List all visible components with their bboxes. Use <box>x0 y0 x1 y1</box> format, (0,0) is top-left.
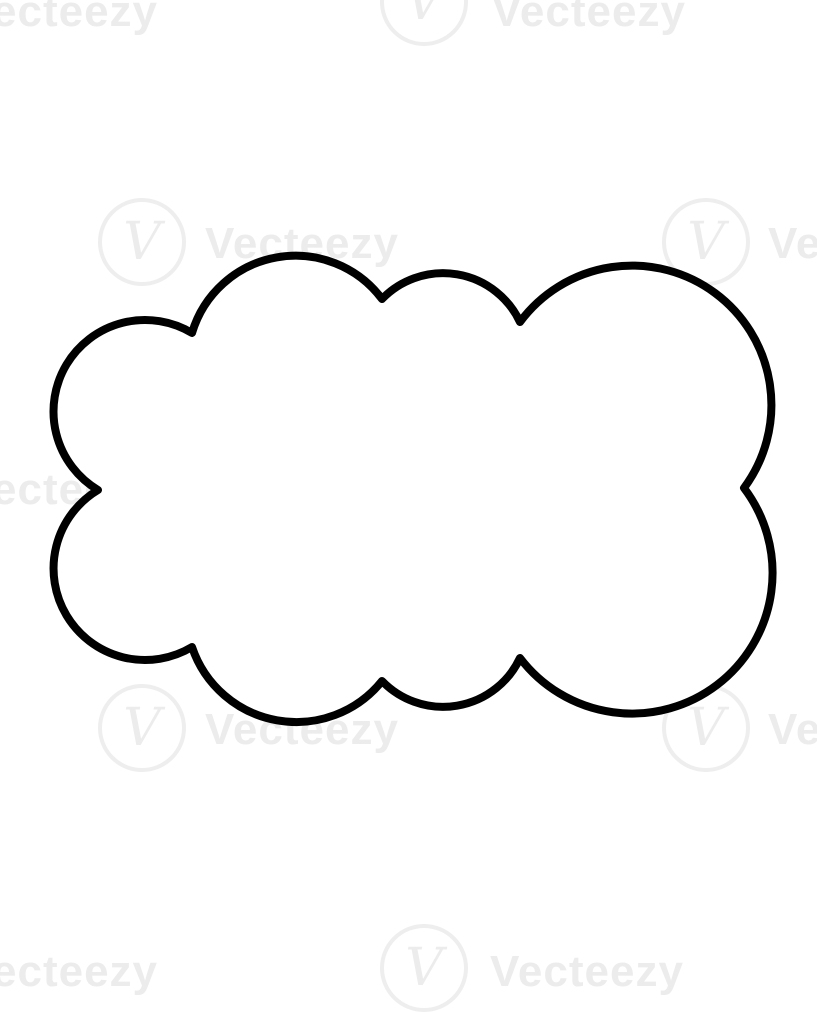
watermark-logo-icon: V <box>98 198 186 286</box>
watermark-logo-icon: V <box>662 684 750 772</box>
watermark-text: ecteezy <box>0 0 159 36</box>
watermark-text: Vecteezy <box>492 0 686 36</box>
watermark-text: Ve <box>768 705 817 754</box>
cloud-shape <box>49 251 777 727</box>
watermark-text: Ve <box>768 219 817 268</box>
cloud-outline-icon <box>49 251 777 727</box>
watermark-logo-icon: V <box>98 684 186 772</box>
